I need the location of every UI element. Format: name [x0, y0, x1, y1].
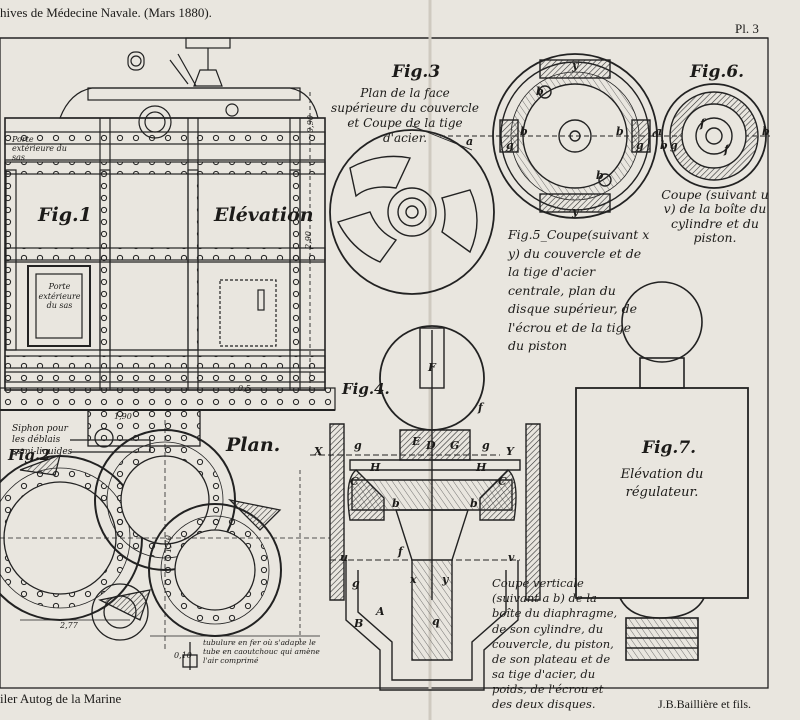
fig4-letter-b2: b: [470, 497, 478, 510]
fig4-letter-x: x: [410, 573, 417, 586]
fig7-regulator-drawing: [575, 281, 749, 661]
fig4-letter-H1: H: [370, 461, 381, 474]
fig4-section-drawing: [310, 325, 541, 691]
fig4-letter-H2: H: [476, 461, 487, 474]
fig4-letter-b1: b: [392, 497, 400, 510]
fig2-dim-height: 1,70: [163, 535, 173, 553]
fig6-letter-a: a: [655, 125, 663, 138]
fig5-letter-b2: b: [520, 125, 528, 138]
fig4-letter-u: u: [340, 551, 348, 564]
fig5-letter-y-bottom: y: [572, 205, 579, 218]
fig5-letter-b4: b: [596, 169, 604, 182]
fig4-letter-C2: C: [498, 475, 507, 488]
fig3-caption: Plan de la face supérieure du couvercle …: [331, 86, 479, 145]
fig5-caption: Fig.5_Coupe(suivant x y) du couvercle et…: [508, 227, 650, 353]
fig5-letter-g2: g: [636, 139, 644, 152]
publisher-credit: J.B.Baillière et fils.: [658, 697, 751, 711]
fig4-letter-B: B: [354, 617, 364, 630]
fig5-letter-y-top: y: [572, 59, 579, 72]
fig4-letter-G: G: [450, 439, 460, 452]
fig6-caption: Coupe (suivant u v) de la boîte du cylin…: [661, 187, 769, 246]
fig7-caption: Elévation du régulateur.: [620, 467, 704, 501]
fig4-letter-A: A: [376, 605, 385, 618]
fig1-dim-right: 2,90: [303, 231, 313, 249]
fig6-letter-f2: f: [724, 143, 729, 156]
fig4-letter-F: F: [428, 361, 436, 374]
fig4-letter-g2: g: [482, 439, 490, 452]
fig6-letter-b: b: [762, 125, 770, 138]
fig1-elevation-drawing: [0, 37, 336, 411]
fig6-title: Fig.6.: [690, 62, 745, 82]
fig4-letter-Y: Y: [506, 445, 514, 458]
fig4-letter-y: y: [442, 573, 449, 586]
fig4-letter-D: D: [426, 439, 436, 452]
fig2-title: Fig.2: [8, 446, 51, 464]
fig4-letter-g1: g: [354, 439, 362, 452]
fig7-title: Fig.7.: [642, 438, 697, 458]
fig4-letter-f-low: f: [398, 545, 403, 558]
fig4-letter-E: E: [412, 435, 421, 448]
fig2-view-label: Plan.: [226, 434, 281, 456]
fig2-tube-note: tubulure en fer où s'adapte le tube en c…: [203, 638, 320, 665]
fig3-disc-drawing: [329, 125, 495, 295]
fig4-letter-q: q: [432, 615, 440, 628]
fig1-dim-small: 0,5: [238, 384, 251, 393]
plate-number: Pl. 3: [735, 21, 759, 36]
fig1-door-label: Porte extérieure du sas: [38, 282, 81, 311]
fig2-dim-width: 2,77: [60, 621, 78, 630]
fig6-letter-g: g: [670, 139, 678, 152]
fig5-letter-g1: g: [506, 139, 514, 152]
fig1-dim-bottom: 1,90: [114, 412, 132, 421]
fig5-section-drawing: [440, 53, 770, 219]
printer-credit: iler Autog de la Marine: [0, 691, 122, 706]
fig2-siphon-label: Siphon pour les déblais semi-liquides: [12, 424, 73, 457]
fig5-letter-b3: b: [616, 125, 624, 138]
journal-header: hives de Médecine Navale. (Mars 1880).: [0, 5, 212, 20]
fig4-letter-C1: C: [350, 475, 359, 488]
fig4-letter-g3: g: [352, 577, 360, 590]
fig1-dim-top: 0,90: [305, 115, 315, 133]
fig6-letter-f1: f: [700, 117, 705, 130]
fig5-letter-b1: b: [536, 85, 544, 98]
fig4-letter-X: X: [314, 445, 323, 458]
fig1-door-note: Porte extérieure du sas: [12, 135, 67, 162]
fig1-title: Fig.1: [38, 204, 92, 226]
fig5-letter-a: a: [652, 127, 660, 140]
fig3-letter-a: a: [466, 135, 474, 148]
fig4-title: Fig.4.: [342, 380, 390, 398]
fig2-dim-small: 0,10: [174, 651, 192, 660]
fig3-title: Fig.3: [392, 62, 441, 82]
fig4-letter-v: v: [508, 551, 515, 564]
fig4-letter-f-top: f: [478, 401, 483, 414]
fig5-letter-b5: b: [660, 139, 668, 152]
fig2-plan-drawing: [0, 409, 330, 670]
fig6-ring-drawing: [661, 83, 767, 189]
fig4-caption: Coupe verticale (suivant a b) de la boît…: [492, 576, 618, 712]
fig1-view-label: Elévation: [214, 204, 314, 226]
